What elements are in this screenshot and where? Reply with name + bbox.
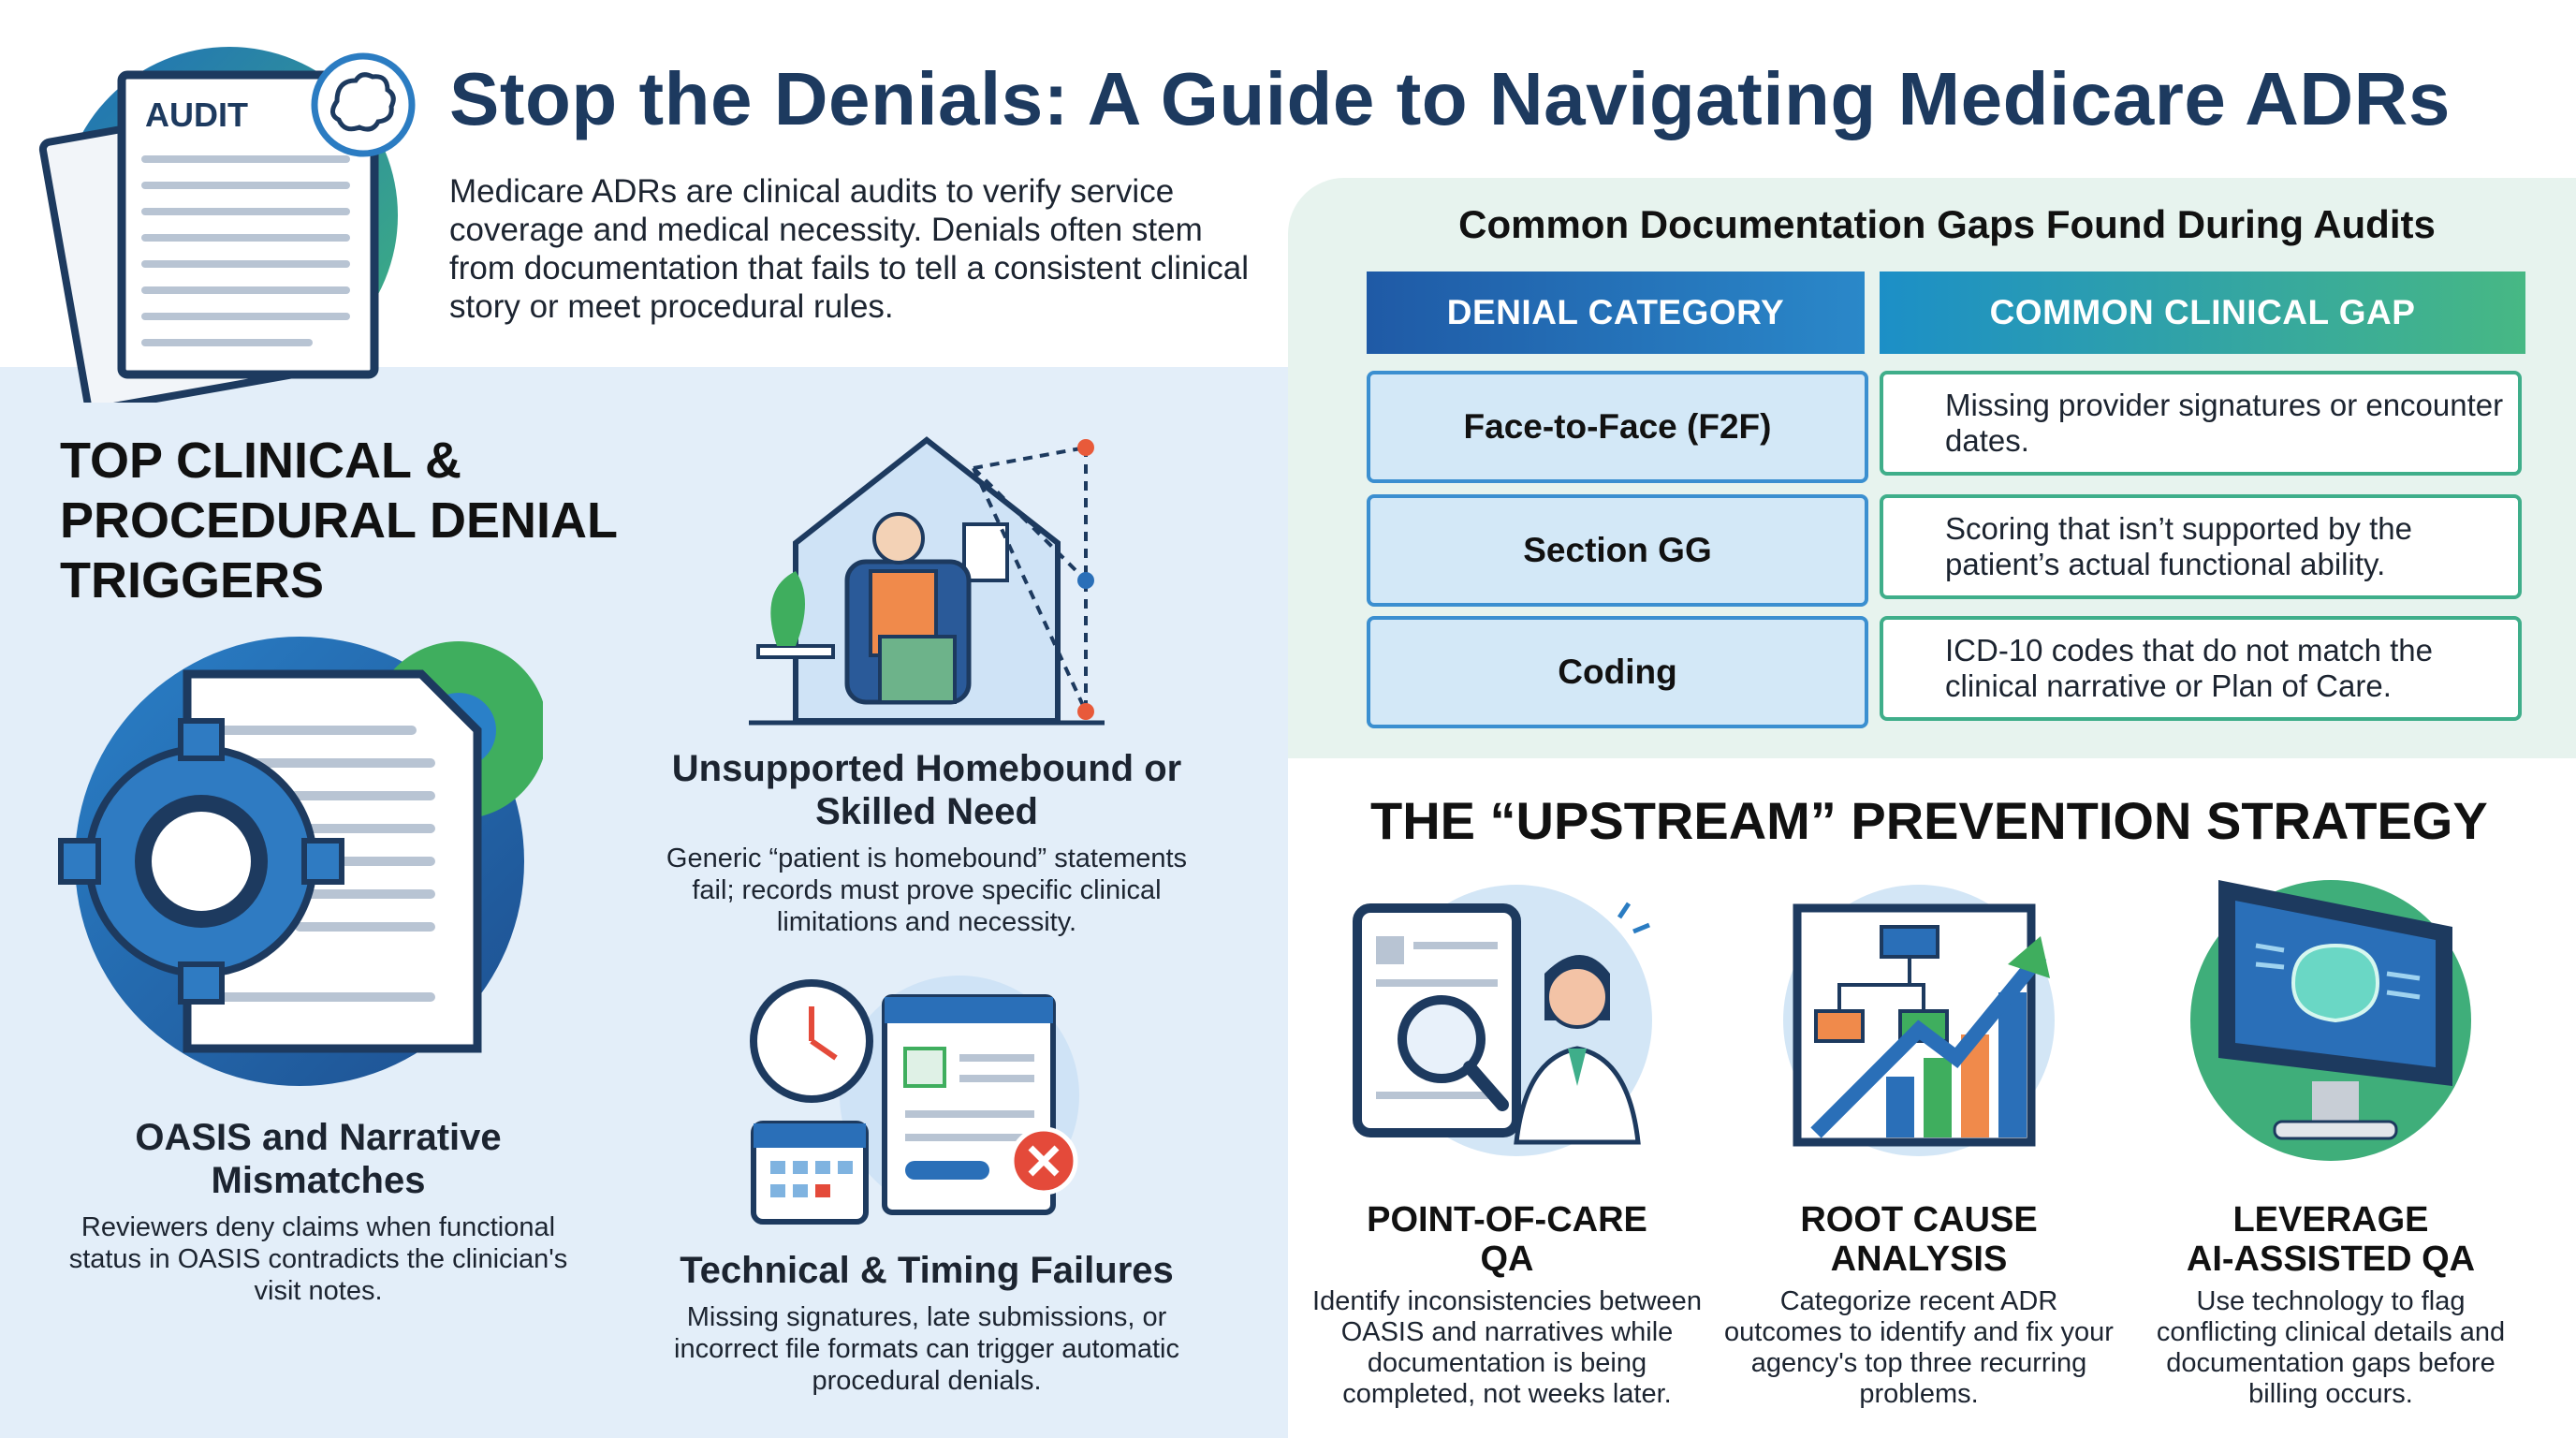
flowchart-bar-chart-icon	[1783, 885, 2055, 1156]
strategy-heading: THE “UPSTREAM” PREVENTION STRATEGY	[1370, 791, 2488, 850]
strategy-desc-ai-qa: Use technology to flag conflicting clini…	[2156, 1286, 2506, 1409]
table-cell-gap: Scoring that isn’t supported by the pati…	[1880, 494, 2522, 599]
document-gear-icon	[58, 637, 543, 1086]
tablet-clinician-icon	[1353, 885, 1652, 1156]
table-header-gap: COMMON CLINICAL GAP	[1880, 271, 2525, 354]
table-cell-category: Coding	[1367, 616, 1868, 728]
strategy-title-point-of-care: POINT-OF-CARE QA	[1339, 1200, 1676, 1279]
page-title: Stop the Denials: A Guide to Navigating …	[449, 57, 2451, 140]
strategy-title-line: AI-ASSISTED QA	[2186, 1240, 2476, 1279]
table-cell-gap: ICD-10 codes that do not match the clini…	[1880, 616, 2522, 721]
table-title: Common Documentation Gaps Found During A…	[1458, 202, 2436, 246]
trigger-title-homebound: Unsupported Homebound or Skilled Need	[671, 748, 1182, 832]
table-cell-gap: Missing provider signatures or encounter…	[1880, 371, 2522, 476]
svg-text:AUDIT: AUDIT	[145, 95, 248, 134]
triggers-heading: TOP CLINICAL & PROCEDURAL DENIAL TRIGGER…	[60, 433, 618, 609]
trigger-desc-oasis: Reviewers deny claims when functional st…	[68, 1212, 568, 1306]
strategy-title-line: ANALYSIS	[1830, 1240, 2008, 1279]
strategy-desc-root-cause: Categorize recent ADR outcomes to identi…	[1724, 1286, 2114, 1409]
strategy-desc-point-of-care: Identify inconsistencies between OASIS a…	[1312, 1286, 1702, 1409]
strategy-title-root-cause: ROOT CAUSE ANALYSIS	[1750, 1200, 2087, 1279]
strategy-title-line: LEVERAGE	[2232, 1200, 2429, 1240]
strategy-title-line: QA	[1480, 1240, 1534, 1279]
table-cell-category: Face-to-Face (F2F)	[1367, 371, 1868, 483]
strategy-title-ai-qa: LEVERAGE AI-ASSISTED QA	[2144, 1200, 2518, 1279]
ai-brain-monitor-icon	[2190, 880, 2471, 1161]
audit-document-icon: AUDIT	[38, 47, 416, 403]
strategy-title-line: ROOT CAUSE	[1800, 1200, 2038, 1240]
table-header-category: DENIAL CATEGORY	[1367, 271, 1865, 354]
homebound-patient-icon	[749, 436, 1105, 726]
strategy-title-line: POINT-OF-CARE	[1367, 1200, 1647, 1240]
trigger-title-technical: Technical & Timing Failures	[680, 1250, 1174, 1291]
table-cell-category: Section GG	[1367, 494, 1868, 607]
trigger-title-oasis: OASIS and Narrative Mismatches	[135, 1117, 502, 1201]
trigger-desc-homebound: Generic “patient is homebound” statement…	[666, 844, 1188, 937]
trigger-desc-technical: Missing signatures, late submissions, or…	[674, 1302, 1179, 1396]
intro-text: Medicare ADRs are clinical audits to ver…	[449, 173, 1250, 325]
clock-calendar-form-icon	[750, 976, 1079, 1225]
